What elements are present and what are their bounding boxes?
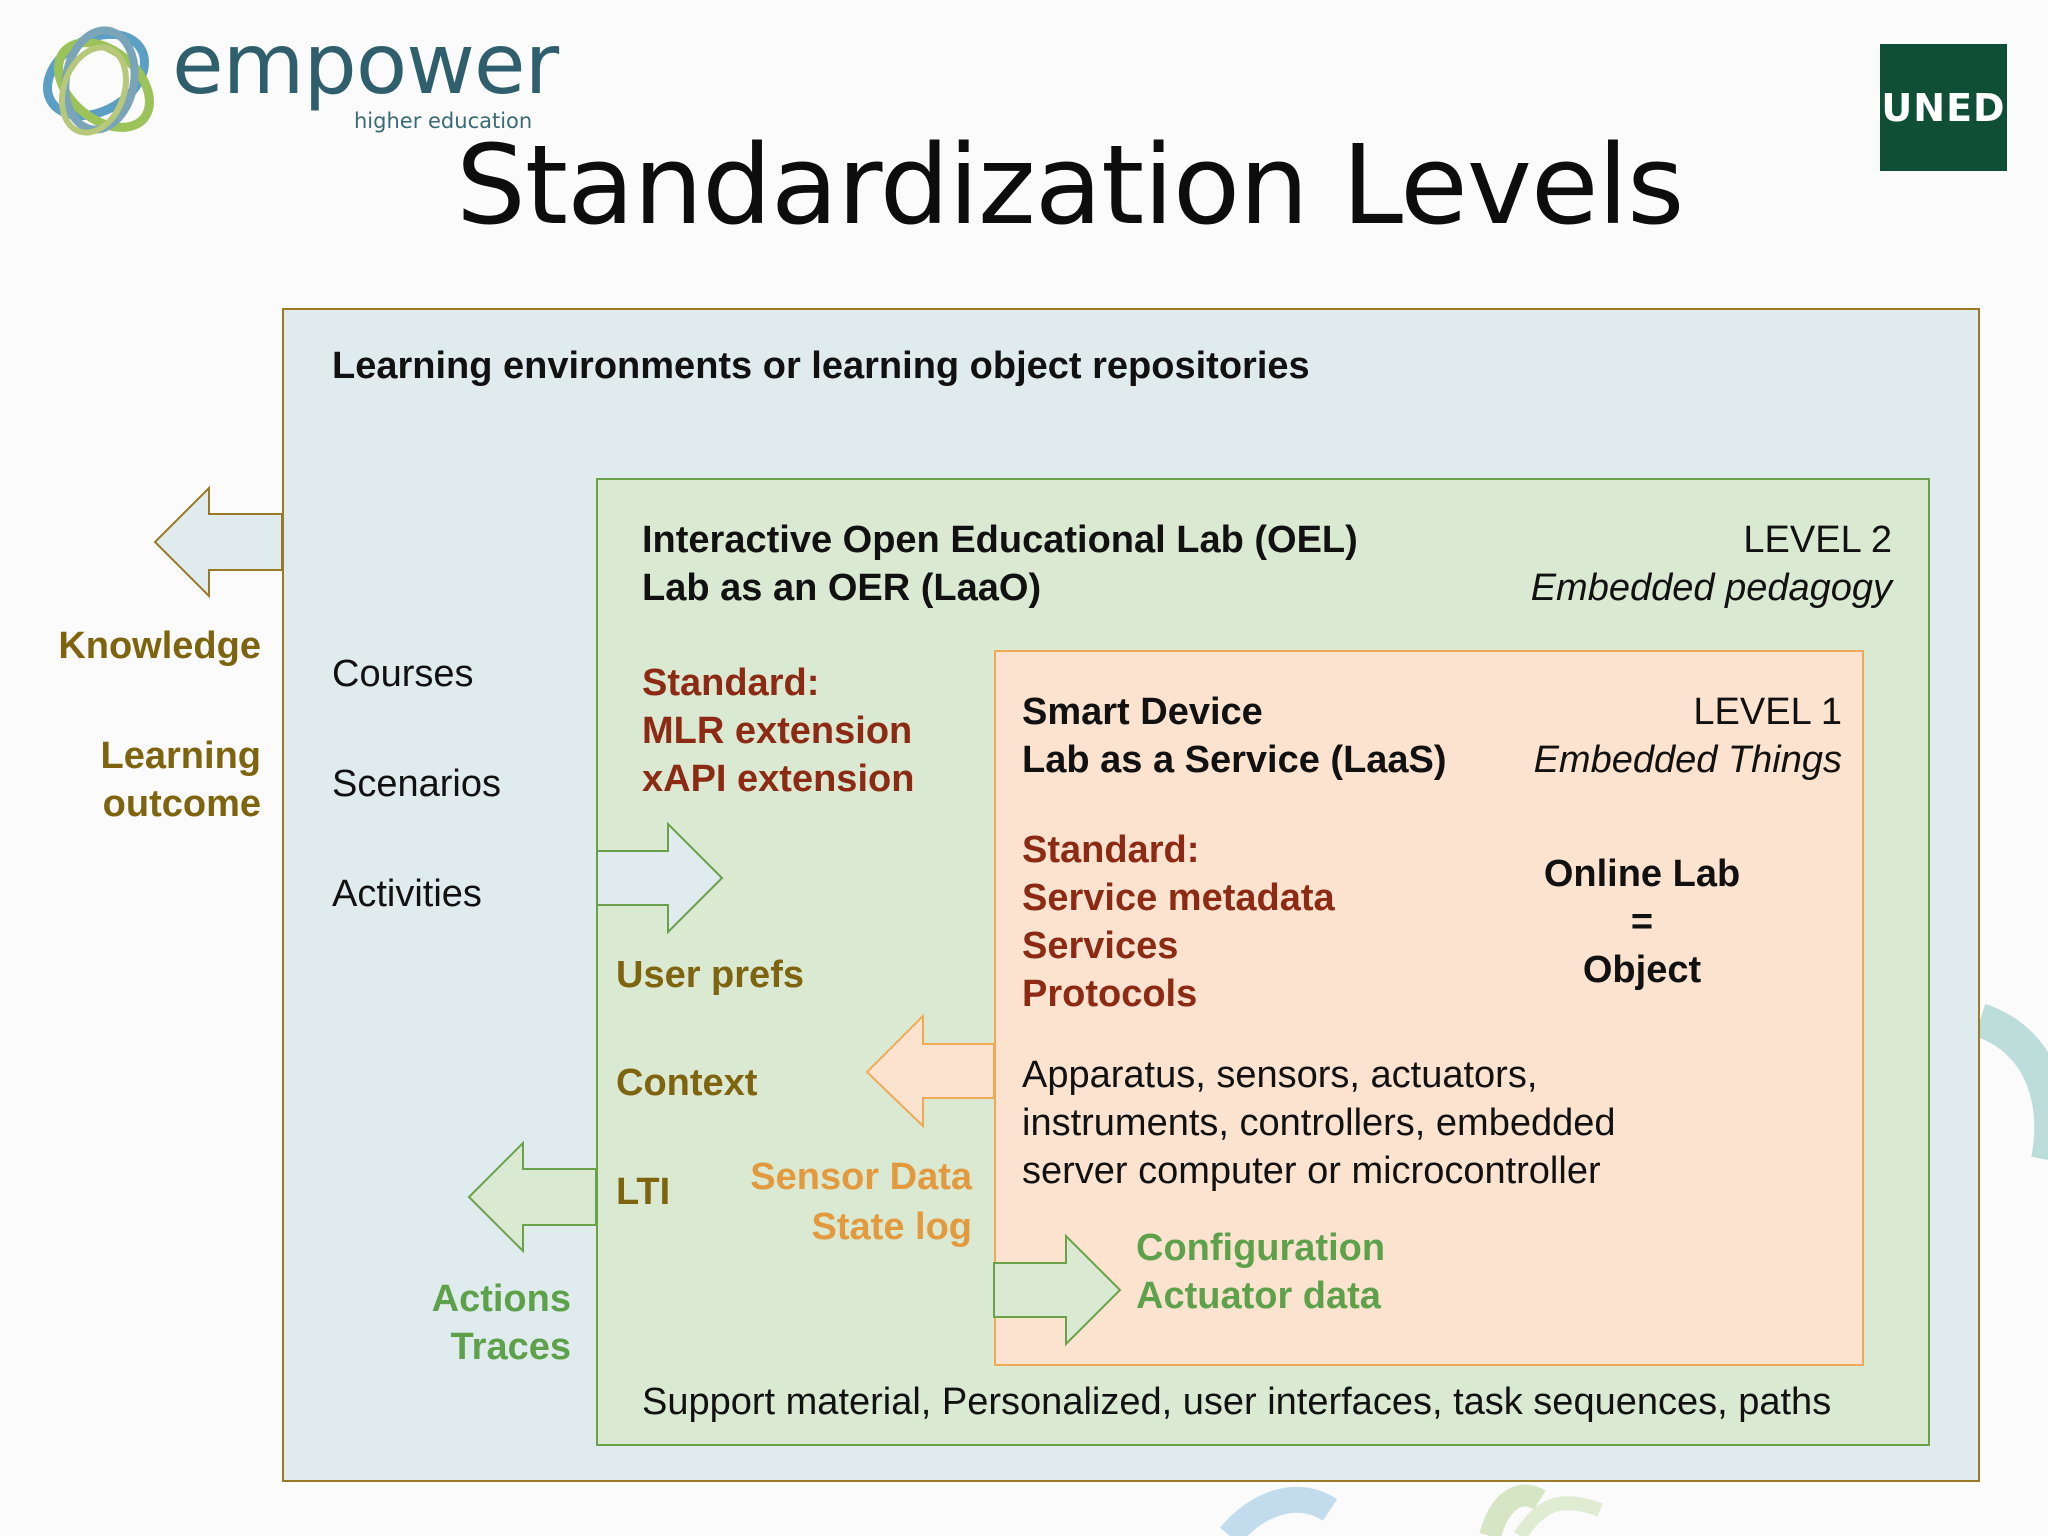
arrow-left-icon: [467, 1140, 597, 1254]
level2-footer: Support material, Personalized, user int…: [642, 1381, 1832, 1423]
label-outcome: outcome: [102, 783, 261, 825]
level1-box: [994, 650, 1864, 1366]
label-state-log: State log: [811, 1206, 972, 1248]
logo-wordmark: empower: [172, 15, 559, 113]
item-courses: Courses: [332, 653, 474, 695]
equation-object: Object: [1582, 949, 1702, 991]
level1-standard-heading: Standard:: [1022, 829, 1200, 871]
label-user-prefs: User prefs: [616, 954, 804, 996]
level1-standard-metadata: Service metadata: [1022, 877, 1335, 919]
level1-description-line1: Apparatus, sensors, actuators,: [1022, 1054, 1538, 1096]
arrow-left-icon: [153, 485, 283, 599]
level1-level-sub: Embedded Things: [1533, 739, 1842, 781]
empower-logo-icon: [43, 26, 154, 136]
label-traces: Traces: [450, 1326, 571, 1368]
level2-title-line1: Interactive Open Educational Lab (OEL): [642, 519, 1358, 561]
level1-title-line1: Smart Device: [1022, 691, 1263, 733]
level1-standard-protocols: Protocols: [1022, 973, 1198, 1015]
arrow-right-icon: [993, 1233, 1122, 1347]
level2-standard-mlr: MLR extension: [642, 710, 913, 752]
arrow-right-icon: [596, 821, 724, 935]
label-knowledge: Knowledge: [58, 625, 261, 667]
label-actuator-data: Actuator data: [1136, 1275, 1381, 1317]
level1-level-label: LEVEL 1: [1693, 691, 1842, 733]
page-title: Standardization Levels: [456, 121, 1684, 249]
level1-title-line2: Lab as a Service (LaaS): [1022, 739, 1447, 781]
equation-online-lab: Online Lab: [1543, 853, 1741, 895]
label-learning: Learning: [100, 735, 261, 777]
arrow-left-icon: [865, 1013, 995, 1129]
level2-level-sub: Embedded pedagogy: [1530, 567, 1892, 609]
level2-title-line2: Lab as an OER (LaaO): [642, 567, 1042, 609]
level1-standard-services: Services: [1022, 925, 1179, 967]
label-lti: LTI: [616, 1171, 671, 1213]
item-scenarios: Scenarios: [332, 763, 501, 805]
uned-logo-icon: UNED: [1880, 44, 2007, 171]
equation-equals: =: [1630, 901, 1654, 943]
logo-tagline: higher education: [354, 109, 533, 133]
level1-description-line3: server computer or microcontroller: [1022, 1150, 1601, 1192]
level2-level-label: LEVEL 2: [1743, 519, 1892, 561]
level2-standard-xapi: xAPI extension: [642, 758, 915, 800]
label-sensor-data: Sensor Data: [750, 1156, 972, 1198]
item-activities: Activities: [332, 873, 482, 915]
label-configuration: Configuration: [1136, 1227, 1386, 1269]
level1-description-line2: instruments, controllers, embedded: [1022, 1102, 1616, 1144]
outer-box-heading: Learning environments or learning object…: [332, 345, 1310, 387]
label-actions: Actions: [431, 1278, 571, 1320]
label-context: Context: [616, 1062, 758, 1104]
level2-standard-heading: Standard:: [642, 662, 820, 704]
